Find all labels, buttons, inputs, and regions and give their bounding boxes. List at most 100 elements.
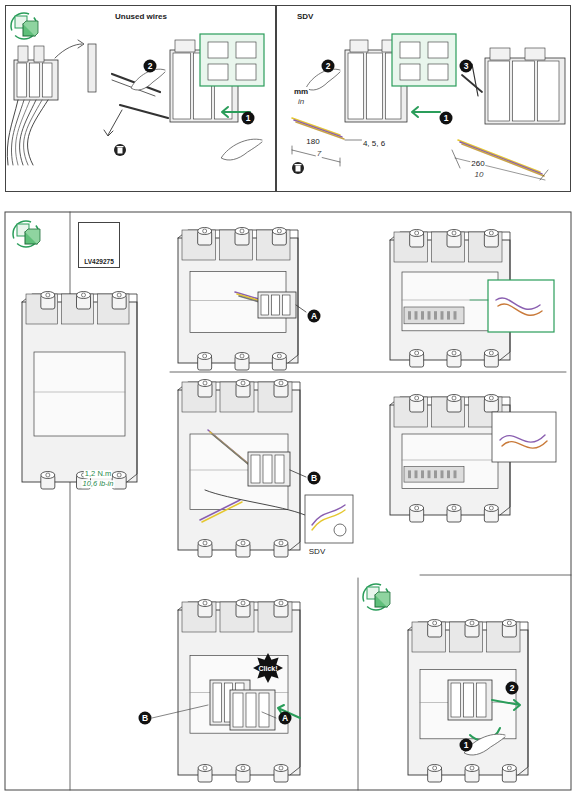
terminal-lug [502,620,516,627]
part-outline [441,311,444,319]
part-outline [213,683,221,722]
terminal-lug [272,353,286,360]
part-outline [190,272,286,333]
part-outline [428,311,431,319]
drawing-line [306,69,340,90]
part-outline [258,292,296,318]
drawing-line [55,44,82,58]
part-outline [118,148,123,154]
drawing-line [104,130,113,136]
terminal-hole [240,354,244,358]
drawing-line [294,120,342,137]
part-outline [428,64,448,80]
part-outline [178,390,300,550]
terminal-lug [235,353,249,360]
terminal-lug [447,395,461,402]
mounting-icon [13,221,40,247]
terminal-lug [447,350,461,357]
panel-title: Unused wires [111,10,171,23]
part-number: LV429275 [83,258,115,265]
part-outline [182,602,216,632]
terminal-lug [274,540,288,547]
part-outline [348,53,364,119]
callout-letter: A [308,310,321,323]
terminal-lug [112,292,126,299]
sdv-drawing [292,34,565,180]
terminal-hole [241,381,245,385]
wire-numbers: 4, 5, 6 [362,139,386,149]
part-outline [513,61,535,121]
terminal-hole [279,381,283,385]
terminal-lug [465,765,479,772]
terminal-hole [277,229,281,233]
part-outline [412,622,445,652]
terminal-hole [279,601,283,605]
part-outline [402,272,498,331]
callout-letter: B [139,712,152,725]
part-outline [469,232,502,262]
terminal-lug [272,228,286,235]
terminal-hole [452,506,456,510]
unit-label: mm [293,87,309,97]
part-outline [236,42,256,58]
part-outline [263,455,272,483]
part-outline [415,470,418,478]
terminal-hole [203,541,207,545]
part-outline [408,470,411,478]
drawing-line [458,140,540,172]
terminal-hole [415,506,419,510]
terminal-hole [277,354,281,358]
terminal-hole [279,541,283,545]
terminal-lug [112,472,126,479]
part-outline [420,670,516,739]
drawing-line [296,305,306,312]
dimension: 180 [305,137,320,147]
torque-value: 10,6 lb-in [82,480,115,488]
step-panel: Unused wires [5,5,276,192]
part-reference-box: LV429275 [78,222,120,268]
panel-title: SDV [293,10,317,23]
drawing-line [358,578,359,790]
drawing-line [462,75,482,92]
callout-number: 1 [242,112,255,125]
dimension: 260 [470,159,485,169]
part-outline [230,690,275,730]
terminal-hole [470,766,474,770]
callout-number: 2 [506,682,519,695]
part-outline [182,382,216,412]
part-outline [492,412,556,462]
terminal-lug [198,765,212,772]
part-outline [421,470,424,478]
terminal-lug [236,380,250,387]
drawing-line [402,300,498,301]
step-panel: SDV [276,5,571,192]
part-outline [350,40,368,52]
part-outline [428,470,431,478]
part-outline [259,693,269,727]
terminal-hole [415,231,419,235]
part-outline [34,46,44,62]
callout-number: 2 [322,60,335,73]
part-outline [236,64,256,80]
part-outline [464,683,474,717]
terminal-lug [41,292,55,299]
terminal-hole [452,396,456,400]
callout-number: 1 [460,739,473,752]
mounting-icon [363,584,390,610]
terminal-hole [241,766,245,770]
drawing-line [34,392,125,393]
terminal-hole [452,351,456,355]
part-outline [200,34,264,86]
part-outline [449,622,482,652]
drawing-line [178,382,300,550]
part-outline [490,48,510,60]
terminal-lug [484,395,498,402]
click-mark: Click! [258,665,277,672]
inset-detail [492,412,556,462]
part-outline [400,64,420,80]
terminal-lug [484,350,498,357]
part-outline [22,302,137,482]
click-burst [253,653,283,683]
unused-wires-drawing [7,34,264,165]
part-outline [431,397,464,427]
